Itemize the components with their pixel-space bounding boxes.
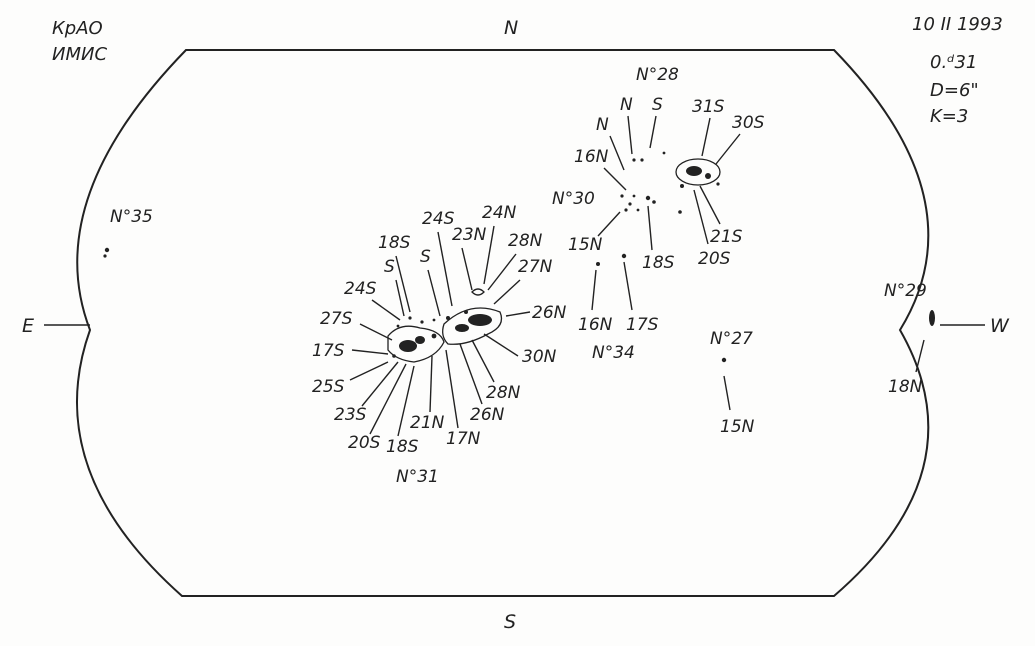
- region-31-pole-label: 18S: [386, 437, 419, 457]
- region-28: N°28 N N S 31S 30S 16N 21S 20S: [574, 65, 765, 269]
- region-30: N°30 15N 18S: [552, 189, 675, 273]
- region-29-pole-label: 18N: [888, 377, 923, 397]
- disk-outline: [76, 49, 930, 597]
- region-34-label: N°34: [592, 343, 635, 363]
- region-28-pole-label: 21S: [710, 227, 743, 247]
- region-31-pole-label: 26N: [532, 303, 567, 323]
- region-31-pole-label: 20S: [348, 433, 381, 453]
- region-31-pole-label: 27N: [518, 257, 553, 277]
- south-label: S: [504, 611, 516, 633]
- region-28-pole-label: 30S: [732, 113, 765, 133]
- region-31-pole-label: 23S: [334, 405, 367, 425]
- north-label: N: [504, 17, 518, 39]
- region-35-label: N°35: [110, 207, 153, 227]
- region-31-pole-label: 17S: [312, 341, 345, 361]
- region-27-pole-label: 15N: [720, 417, 755, 437]
- region-29: N°29 18N: [884, 281, 935, 397]
- region-34-pole-label: 17S: [626, 315, 659, 335]
- region-31-pole-label: 17N: [446, 429, 481, 449]
- region-28-pole-label: 20S: [698, 249, 731, 269]
- region-31-pole-label: 24S: [422, 209, 455, 229]
- region-31-pole-label: S: [420, 247, 431, 267]
- region-28-label: N°28: [636, 65, 679, 85]
- date-label: 10 II 1993: [912, 14, 1003, 35]
- region-28-pole-label: S: [652, 95, 663, 115]
- region-31-pole-label: 25S: [312, 377, 345, 397]
- region-27-label: N°27: [710, 329, 753, 349]
- region-31-pole-label: 28N: [486, 383, 521, 403]
- region-31: N°31 24S 24N 23N 18S S S 28N 27N 24S 26N…: [312, 203, 567, 487]
- region-31-pole-label: 24S: [344, 279, 377, 299]
- east-label: E: [22, 315, 34, 337]
- observatory-label: КрАО: [52, 18, 103, 39]
- region-31-pole-label: 23N: [452, 225, 487, 245]
- region-31-pole-label: 18S: [378, 233, 411, 253]
- region-34: N°34 16N 17S: [578, 253, 659, 363]
- region-31-pole-label: 26N: [470, 405, 505, 425]
- institute-label: ИМИС: [52, 44, 107, 65]
- region-28-pole-label: 31S: [692, 97, 725, 117]
- region-27: N°27 15N: [710, 329, 755, 437]
- region-31-pole-label: S: [384, 257, 395, 277]
- west-label: W: [990, 315, 1010, 337]
- region-34-pole-label: 16N: [578, 315, 613, 335]
- region-29-label: N°29: [884, 281, 927, 301]
- region-35-spot: [104, 247, 110, 253]
- region-28-pole-label: N: [596, 115, 609, 135]
- diameter-label: D=6": [930, 80, 979, 101]
- region-31-pole-label: 27S: [320, 309, 353, 329]
- region-28-pole-label: 16N: [574, 147, 609, 167]
- region-30-pole-label: 15N: [568, 235, 603, 255]
- region-31-pole-label: 21N: [410, 413, 445, 433]
- region-35-spot: [103, 254, 107, 258]
- region-31-pole-label: 28N: [508, 231, 543, 251]
- region-30-label: N°30: [552, 189, 595, 209]
- region-31-label: N°31: [396, 467, 439, 487]
- region-30-pole-label: 18S: [642, 253, 675, 273]
- region-31-pole-label: 30N: [522, 347, 557, 367]
- region-28-pole-label: N: [620, 95, 633, 115]
- region-31-pole-label: 24N: [482, 203, 517, 223]
- time-label: 0.ᵈ31: [930, 52, 977, 73]
- k-label: K=3: [930, 106, 968, 127]
